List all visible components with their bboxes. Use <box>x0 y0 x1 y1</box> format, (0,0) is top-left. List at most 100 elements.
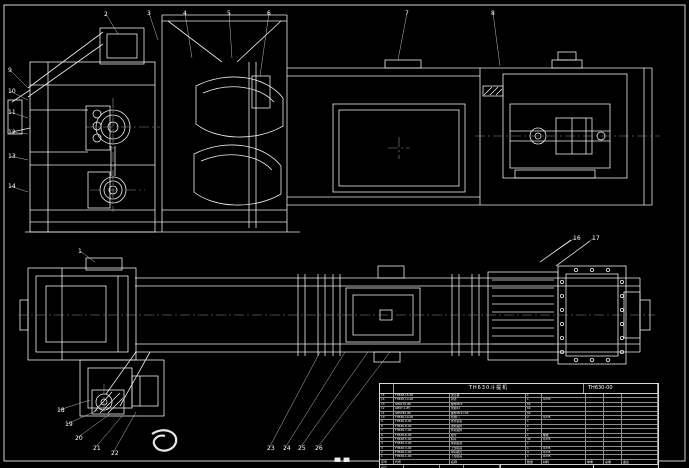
title-block-signature-grid: 设计 校对 审核 <box>380 465 501 468</box>
callout-number: 10 <box>8 88 16 95</box>
callout-number: 2 <box>104 11 108 18</box>
callout-leader <box>148 12 159 41</box>
bom-cell: GB5782-86 <box>394 411 450 415</box>
assembly-seq-cell <box>380 384 394 393</box>
bom-cell <box>622 437 658 442</box>
bom-cell <box>622 433 658 437</box>
bom-cell: 1 <box>526 420 542 424</box>
callout-leader <box>9 185 29 193</box>
callout-number: 23 <box>267 445 275 452</box>
bom-cell: Q235 <box>542 398 586 402</box>
centerlines <box>18 98 660 420</box>
bom-cell <box>586 394 604 398</box>
bom-cell <box>542 420 586 424</box>
bom-cell <box>622 402 658 407</box>
bom-cell <box>604 437 622 442</box>
callout-leader <box>268 351 321 449</box>
bom-cell: 12 <box>380 407 394 411</box>
bom-cell: 64 <box>526 407 542 411</box>
bom-cell: 5 <box>380 437 394 442</box>
bom-cell: TH630.10-00 <box>394 415 450 420</box>
bom-cell: 1 <box>380 455 394 459</box>
callout-leader <box>259 12 270 77</box>
bom-cell <box>622 415 658 420</box>
bom-header-cell: 单重 <box>586 459 604 465</box>
bom-cell <box>542 442 586 446</box>
bom-header-cell: 代号 <box>394 459 450 465</box>
bom-cell: 8 <box>380 424 394 429</box>
bom-cell: TH630.1-00 <box>394 455 450 459</box>
callout-number: 4 <box>183 10 187 17</box>
bom-cell <box>586 442 604 446</box>
parts-list-assembly-row: TH630斗提机 TH630-00 <box>380 384 658 394</box>
bom-cell <box>604 433 622 437</box>
bom-cell: 4 <box>526 451 542 455</box>
bom-cell <box>586 415 604 420</box>
bom-cell: Q235 <box>542 437 586 442</box>
bom-cell <box>586 451 604 455</box>
bom-cell: 1 <box>526 394 542 398</box>
bom-header-cell: 数量 <box>526 459 542 465</box>
bom-cell: 13 <box>380 402 394 407</box>
bom-cell: 64 <box>526 411 542 415</box>
callout-number: 20 <box>75 435 83 442</box>
bom-cell <box>622 407 658 411</box>
bom-cell: Q235 <box>542 446 586 450</box>
callout-leader <box>228 12 233 59</box>
callout-number: 13 <box>8 153 16 160</box>
callout-number: 7 <box>405 10 409 17</box>
bom-cell: 1 <box>526 429 542 433</box>
bom-cell: 1 <box>526 398 542 402</box>
callout-leader <box>9 131 29 135</box>
bom-cell: 中间机壳 <box>450 451 526 455</box>
callout-leader <box>9 155 29 161</box>
bom-cell <box>604 411 622 415</box>
bom-cell <box>586 411 604 415</box>
callout-number: 8 <box>491 10 495 17</box>
bom-cell: TH630.5-00 <box>394 437 450 442</box>
bom-cell: 4 <box>380 442 394 446</box>
bom-cell: 逆止器 <box>450 394 526 398</box>
callout-leader <box>299 351 369 449</box>
bom-cell: 64 <box>526 402 542 407</box>
callout-number: 3 <box>147 10 151 17</box>
bom-cell: 1 <box>526 433 542 437</box>
bom-cell <box>622 398 658 402</box>
bom-cell: 1 <box>526 442 542 446</box>
bom-cell <box>622 420 658 424</box>
callout-leader <box>9 111 29 119</box>
bom-cell: 2 <box>526 415 542 420</box>
bom-cell: TH630.7-00 <box>394 429 450 433</box>
bom-cell: TH630.15-00 <box>394 394 450 398</box>
bom-cell: 1 <box>526 446 542 450</box>
bom-cell <box>604 446 622 450</box>
bom-cell <box>542 407 586 411</box>
bom-cell: 7 <box>380 429 394 433</box>
bom-cell: 螺母M12 <box>450 402 526 407</box>
bom-cell: 45 <box>526 437 542 442</box>
drawing-frame <box>3 4 686 462</box>
bom-cell: GB6170-86 <box>394 402 450 407</box>
bom-cell <box>542 424 586 429</box>
bom-cell <box>604 394 622 398</box>
bom-cell <box>586 398 604 402</box>
bom-cell <box>586 446 604 450</box>
bom-cell <box>586 407 604 411</box>
callout-leader <box>94 415 123 449</box>
bom-header-cell: 总重 <box>604 459 622 465</box>
bom-cell: 螺栓M12×45 <box>450 411 526 415</box>
bom-cell: 护罩 <box>450 398 526 402</box>
bom-header-cell: 名称 <box>450 459 526 465</box>
bom-cell <box>586 429 604 433</box>
bom-cell <box>622 442 658 446</box>
